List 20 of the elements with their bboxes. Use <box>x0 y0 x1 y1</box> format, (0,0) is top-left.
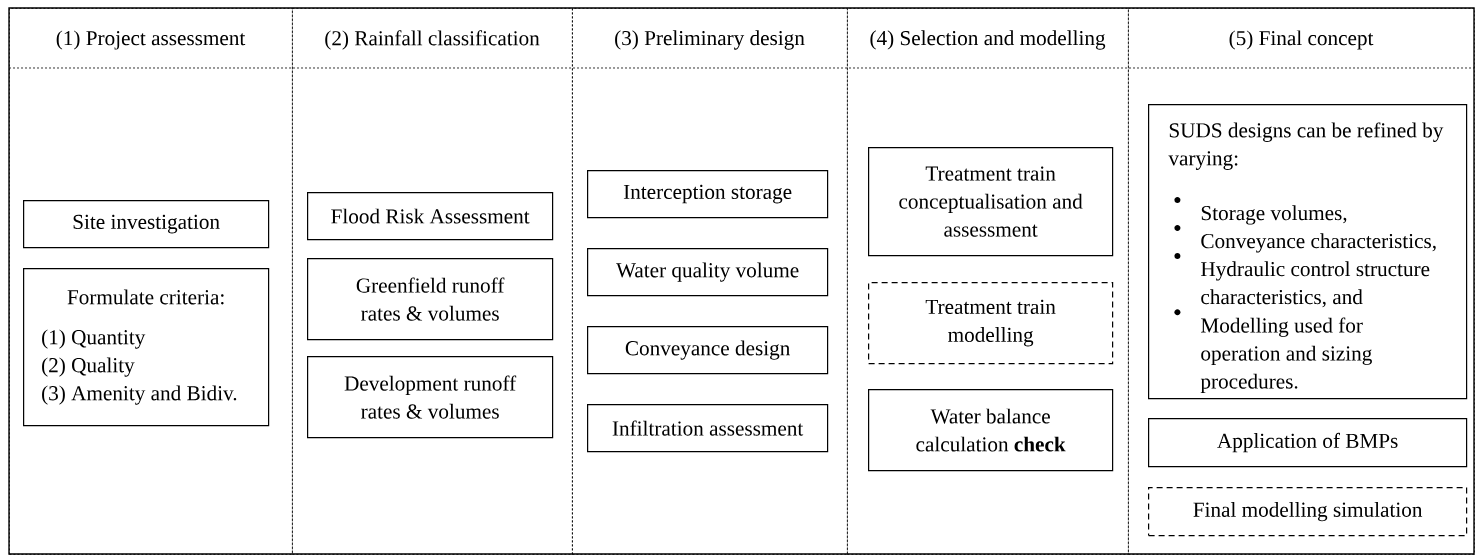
process-box: Site investigation <box>23 200 270 249</box>
process-box: Water quality volume <box>587 248 829 297</box>
process-box: Application of BMPs <box>1148 418 1468 468</box>
column-heading: (2) Rainfall classification <box>325 30 540 50</box>
process-box: Conveyance design <box>587 326 829 375</box>
process-box: Development runoff rates & volumes <box>307 356 554 439</box>
column-heading: (3) Preliminary design <box>615 30 805 50</box>
column-heading: (4) Selection and modelling <box>870 30 1106 50</box>
process-box: Flood Risk Assessment <box>307 192 554 241</box>
process-box: Infiltration assessment <box>587 404 829 453</box>
notes-box: SUDS designs can be refined by varying: Storage volumes, Conveyance characteristics, Hydraulic control structure characteristics, and Modelling used for operation and sizing procedures. <box>1148 104 1468 400</box>
process-box: Treatment train conceptualisation and assessment <box>868 147 1114 257</box>
process-box: Interception storage <box>587 170 829 219</box>
column-heading: (5) Final concept <box>1229 30 1374 50</box>
process-box: Treatment train modelling <box>868 282 1114 365</box>
process-box: Final modelling simulation <box>1148 487 1468 537</box>
process-box: Greenfield runoff rates & volumes <box>307 258 554 341</box>
criteria-box: Formulate criteria: (1) Quantity (2) Quality (3) Amenity and Bidiv. <box>23 268 270 427</box>
process-box: Water balance calculation check <box>868 389 1114 472</box>
column-heading: (1) Project assessment <box>56 30 246 50</box>
